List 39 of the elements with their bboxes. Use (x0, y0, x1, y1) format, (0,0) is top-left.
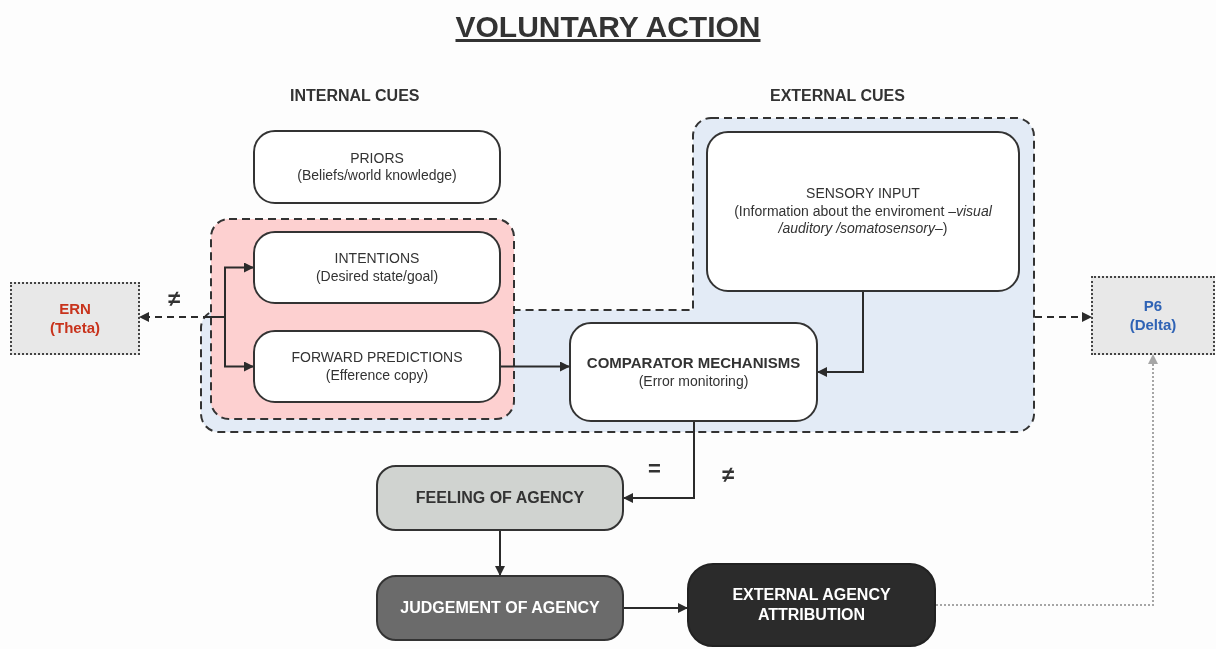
box-description: (Error monitoring) (638, 372, 749, 391)
box-heading: JUDGEMENT OF AGENCY (400, 598, 600, 618)
arrow (623, 603, 688, 613)
section-heading: INTERNAL CUES (290, 86, 420, 106)
process-box (376, 575, 624, 641)
signal-box (10, 282, 140, 355)
arrow (623, 421, 695, 503)
signal-box (1091, 276, 1215, 355)
box-heading: FEELING OF AGENCY (415, 488, 585, 508)
box-heading: INTENTIONS (334, 250, 420, 268)
box-description: (Efference copy) (325, 366, 429, 384)
process-box (706, 131, 1020, 292)
process-box (376, 465, 624, 531)
box-heading: FORWARD PREDICTIONS (291, 349, 463, 367)
title: VOLUNTARY ACTION (455, 9, 761, 45)
box-heading: SENSORY INPUT (806, 185, 920, 203)
arrow (139, 312, 211, 322)
box-heading: ERN (Theta) (49, 299, 101, 338)
arrow (935, 354, 1158, 606)
arrow (495, 530, 505, 576)
box-heading: PRIORS (350, 149, 404, 167)
box-heading: COMPARATOR MECHANISMS (586, 353, 801, 373)
process-box (253, 130, 501, 204)
symbol-label: ≠ (722, 461, 735, 489)
process-box (253, 231, 501, 304)
process-box (253, 330, 501, 403)
arrow (500, 361, 570, 372)
box-heading: EXTERNAL AGENCY ATTRIBUTION (731, 585, 892, 625)
process-box (687, 563, 936, 647)
edge-label: ≠ (168, 288, 181, 310)
arrow (817, 291, 864, 377)
box-heading: P6 (Delta) (1128, 296, 1178, 335)
box-description: (Information about the enviroment –visual /auditory /somatosensory–) (733, 202, 993, 238)
section-heading: EXTERNAL CUES (770, 86, 905, 106)
box-description: (Beliefs/world knowledge) (297, 167, 457, 185)
box-description: (Desired state/goal) (315, 267, 439, 285)
edge-label: = (648, 458, 661, 480)
arrow (1034, 312, 1092, 322)
process-box (569, 322, 818, 422)
